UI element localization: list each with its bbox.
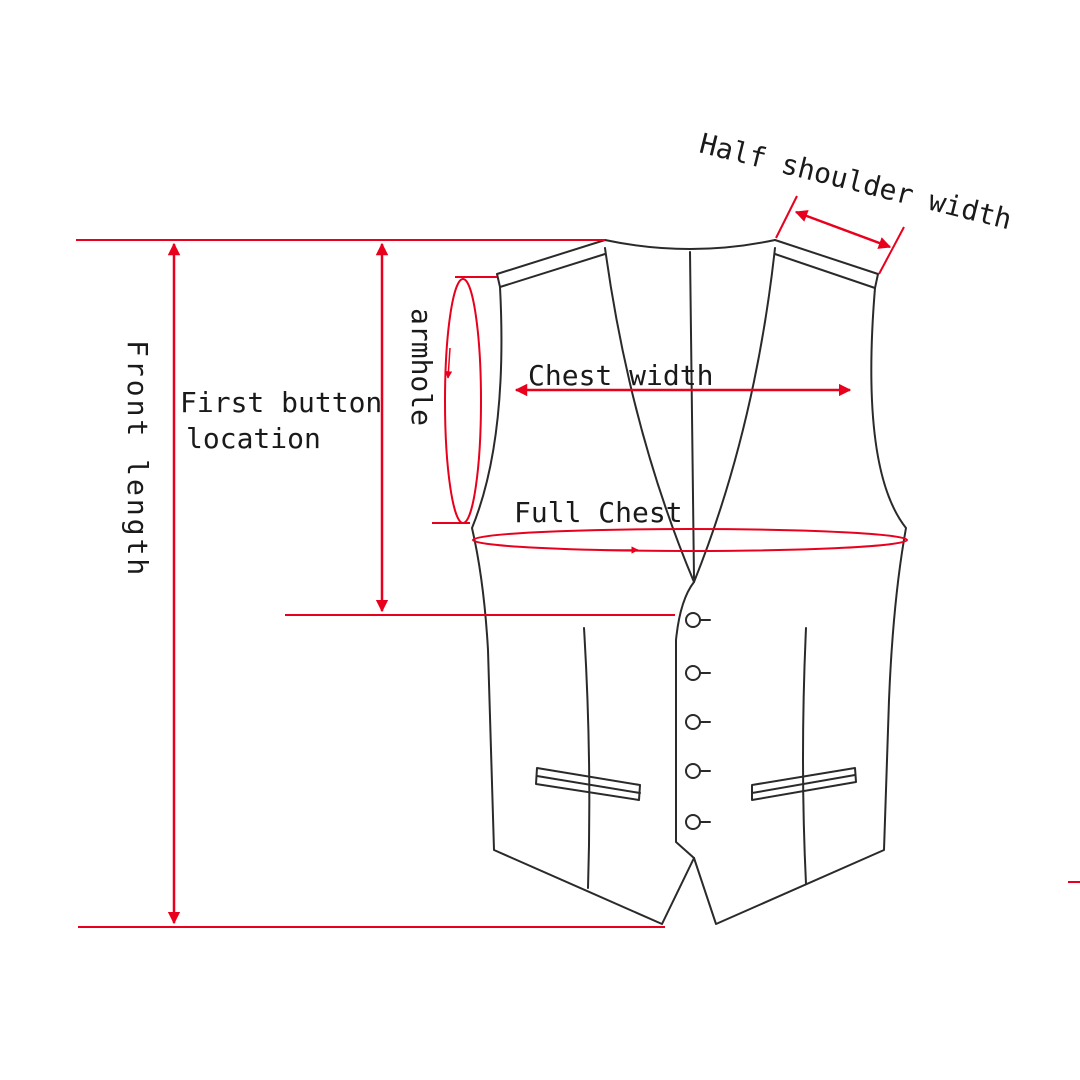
half-shoulder-arrow [794,210,892,249]
first-button-location-label-line2: location [186,422,321,455]
vest-buttons [685,612,711,830]
measurement-lines [76,195,1080,928]
vest-left-pocket [535,767,641,801]
vest-left-lapel [604,247,695,583]
button-icon [685,763,711,779]
armhole-label: armhole [405,308,438,426]
button-icon [685,612,711,628]
first-button-location-label-line1: First button [180,386,382,419]
chest-width-label: Chest width [528,359,713,392]
armhole-direction-arrow [444,347,453,379]
front-length-label: Front length [121,340,154,578]
vest-outline [471,239,907,925]
vest-right-shoulder [774,239,879,289]
vest-left-shoulder [496,239,606,288]
armhole-ellipse [444,278,482,524]
vest-right-side [693,287,907,925]
button-icon [685,814,711,830]
vest-right-pocket [751,767,857,801]
half-shoulder-tick-right [878,226,905,275]
half-shoulder-width-label: Half shoulder width [696,127,1015,237]
vest-center-seam [689,251,695,579]
button-icon [685,665,711,681]
measurement-labels: Half shoulder width armhole Chest width … [121,127,1015,579]
vest-left-side [471,286,695,925]
vest-neckline-back [604,239,776,250]
vest-right-dart [802,627,807,885]
button-icon [685,714,711,730]
full-chest-ellipse [472,528,908,552]
vest-front-edge-left [675,581,695,859]
vest-left-dart [583,627,591,889]
full-chest-label: Full Chest [514,496,683,529]
vest-right-lapel [693,247,776,583]
half-shoulder-tick-left [775,195,798,239]
